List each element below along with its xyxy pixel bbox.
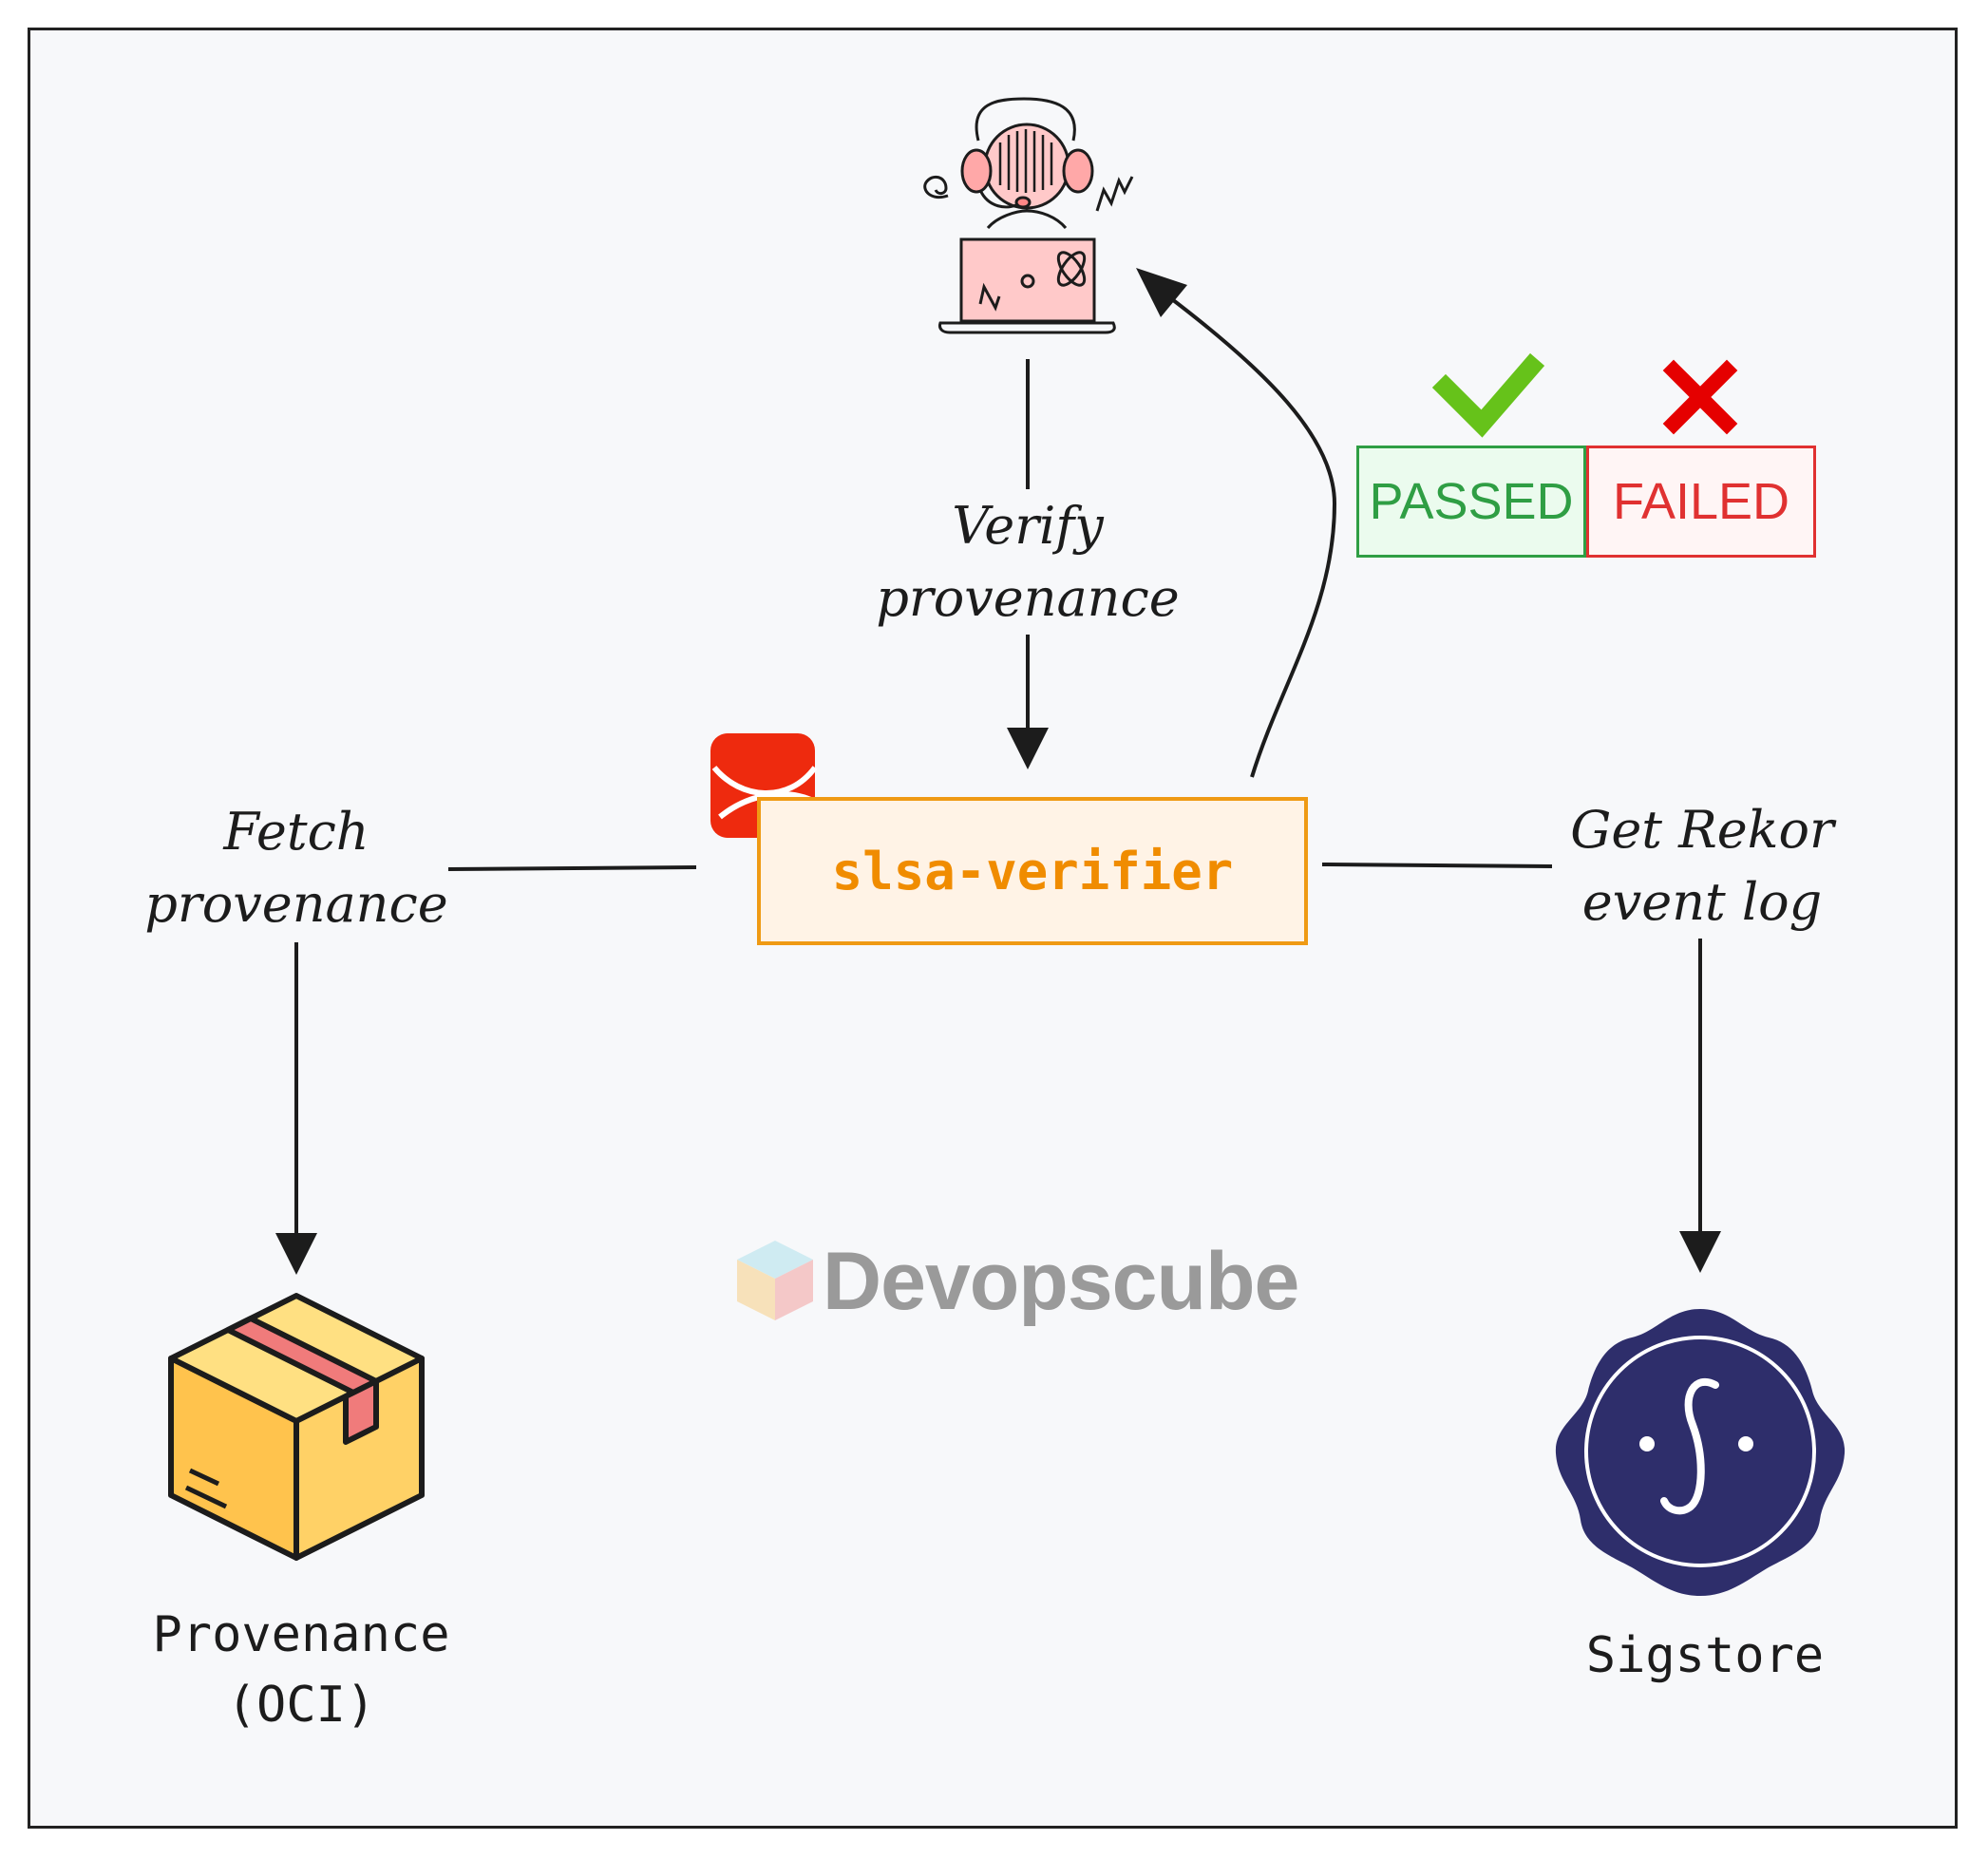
edge-rekor (1321, 863, 1721, 1273)
edge-result (1136, 268, 1337, 778)
slsa-verifier-label: slsa-verifier (831, 841, 1234, 901)
arrowhead-icon (1679, 1231, 1721, 1273)
arrowhead-icon (275, 1233, 317, 1275)
sigstore-label: Sigstore (1585, 1627, 1825, 1684)
arrowhead-icon (1136, 268, 1187, 317)
arrowhead-icon (1007, 728, 1049, 769)
passed-badge: PASSED (1356, 446, 1586, 558)
cross-icon (1662, 359, 1738, 435)
edge-verify (1007, 359, 1049, 769)
package-box-icon (168, 1293, 425, 1561)
edge-fetch (275, 865, 697, 1275)
sigstore-logo-icon (1555, 1309, 1846, 1596)
fetch-provenance-label: Fetch provenance (144, 802, 448, 934)
failed-badge: FAILED (1586, 446, 1816, 558)
devopscube-watermark: Devopscube (823, 1236, 1299, 1327)
checkmark-icon (1431, 352, 1545, 438)
verify-provenance-label: Verify provenance (876, 496, 1180, 628)
provenance-oci-label: Provenance (OCI) (152, 1606, 450, 1734)
get-rekor-event-log-label: Get Rekor event log (1570, 800, 1834, 932)
developer-icon (923, 97, 1134, 334)
devopscube-cube-icon (737, 1241, 813, 1320)
slsa-verifier-node: slsa-verifier (757, 797, 1308, 945)
